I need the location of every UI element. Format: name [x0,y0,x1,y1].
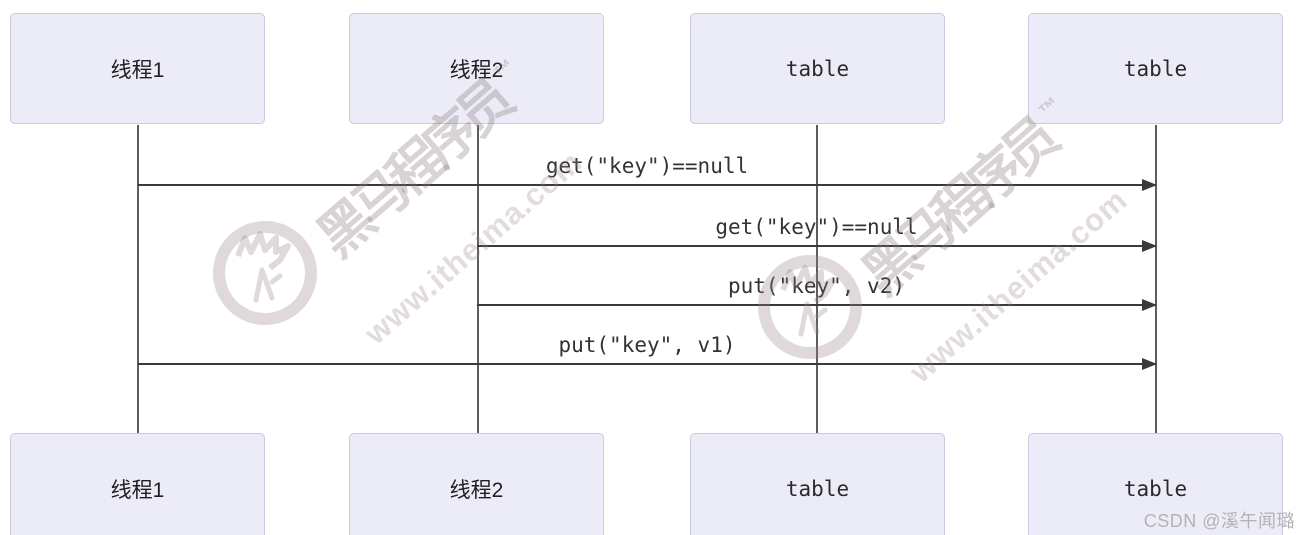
actor-box-thread1-top: 线程1 [10,13,265,124]
message-arrow-3 [477,298,1157,311]
message-label-3: put("key", v2) [727,274,905,298]
actor-box-thread2-bottom: 线程2 [349,433,604,535]
arrowhead-icon [1142,298,1157,311]
message-label-4: put("key", v1) [558,333,736,357]
actor-box-thread1-bottom: 线程1 [10,433,265,535]
arrowhead-icon [1142,178,1157,191]
message-label-2: get("key")==null [715,215,918,239]
actor-box-table1-top: table [690,13,945,124]
itheima-horse-logo-icon [213,221,317,325]
csdn-credit-watermark: CSDN @溪午闻璐 [1143,511,1295,531]
lifeline-thread1 [137,125,139,433]
lifeline-table2 [1155,125,1157,433]
arrowhead-icon [1142,357,1157,370]
arrowhead-icon [1142,239,1157,252]
actor-box-table1-bottom: table [690,433,945,535]
lifeline-table1 [816,125,818,433]
message-label-1: get("key")==null [545,154,749,178]
message-arrow-2 [477,239,1157,252]
message-arrow-4 [138,357,1157,370]
actor-box-thread2-top: 线程2 [349,13,604,124]
actor-box-table2-bottom: table [1028,433,1283,535]
actor-box-table2-top: table [1028,13,1283,124]
lifeline-thread2 [477,125,479,433]
message-arrow-1 [138,178,1157,191]
